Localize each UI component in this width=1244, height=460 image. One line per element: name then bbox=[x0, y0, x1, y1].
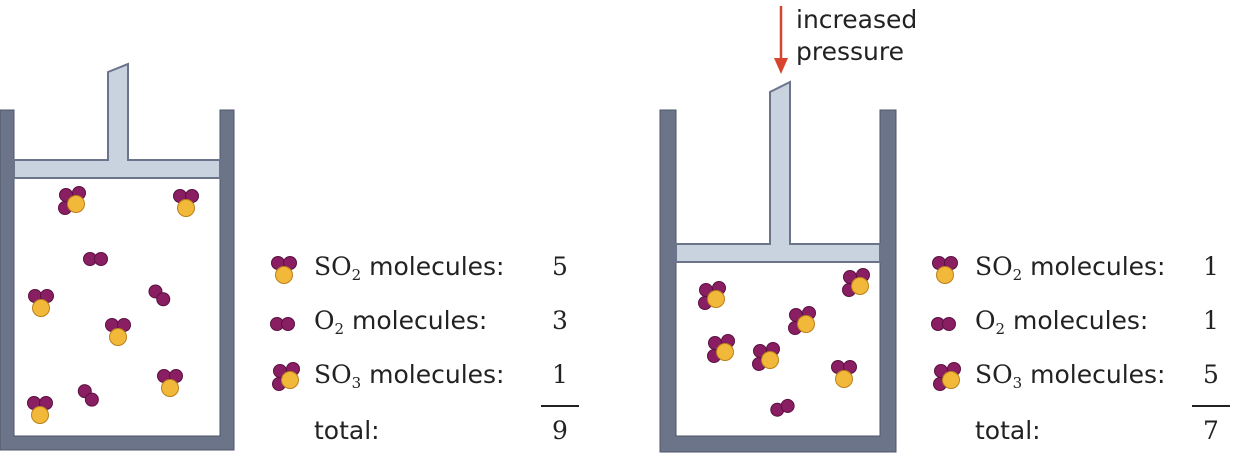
so3-molecule bbox=[698, 281, 726, 310]
so3-molecule-icon bbox=[933, 362, 961, 391]
right-cylinder-wall bbox=[659, 109, 897, 453]
o2-molecule-icon bbox=[270, 317, 295, 331]
total-count: 9 bbox=[552, 416, 568, 445]
so2-molecule bbox=[173, 189, 199, 217]
so3-count: 5 bbox=[1203, 360, 1219, 389]
so3-molecule bbox=[58, 186, 86, 215]
right-piston bbox=[675, 80, 881, 263]
o2-molecule-icon bbox=[931, 317, 956, 331]
pressure-arrow bbox=[774, 6, 788, 74]
o2-count: 3 bbox=[552, 306, 568, 335]
so2-molecule-icon bbox=[271, 256, 297, 284]
o2-molecule bbox=[83, 252, 108, 266]
increased-pressure-label: increased pressure bbox=[796, 5, 918, 66]
sum-rule bbox=[541, 405, 579, 407]
sum-rule bbox=[1192, 405, 1230, 407]
left-molecules bbox=[27, 186, 199, 424]
so3-molecule bbox=[842, 268, 870, 297]
so3-molecule bbox=[752, 342, 780, 371]
left-cylinder-wall bbox=[0, 109, 235, 451]
so2-count: 5 bbox=[552, 252, 568, 281]
total-count: 7 bbox=[1203, 416, 1219, 445]
so2-molecule bbox=[28, 289, 54, 317]
so3-molecule bbox=[707, 334, 735, 363]
left-piston bbox=[13, 62, 221, 179]
so2-molecule-icon bbox=[932, 256, 958, 284]
so3-molecule bbox=[788, 306, 816, 335]
so2-molecule bbox=[105, 318, 131, 346]
o2-molecule bbox=[75, 381, 102, 410]
o2-molecule bbox=[768, 397, 797, 419]
o2-molecule bbox=[145, 281, 173, 309]
right-molecules bbox=[698, 268, 870, 419]
o2-count: 1 bbox=[1203, 306, 1219, 335]
so3-molecule-icon bbox=[272, 362, 300, 391]
so2-molecule bbox=[27, 396, 53, 424]
so2-count: 1 bbox=[1203, 252, 1219, 281]
so3-count: 1 bbox=[552, 360, 568, 389]
left-cylinder bbox=[0, 62, 235, 451]
right-cylinder bbox=[659, 80, 897, 453]
so2-molecule bbox=[831, 360, 857, 388]
so2-molecule bbox=[157, 369, 183, 397]
